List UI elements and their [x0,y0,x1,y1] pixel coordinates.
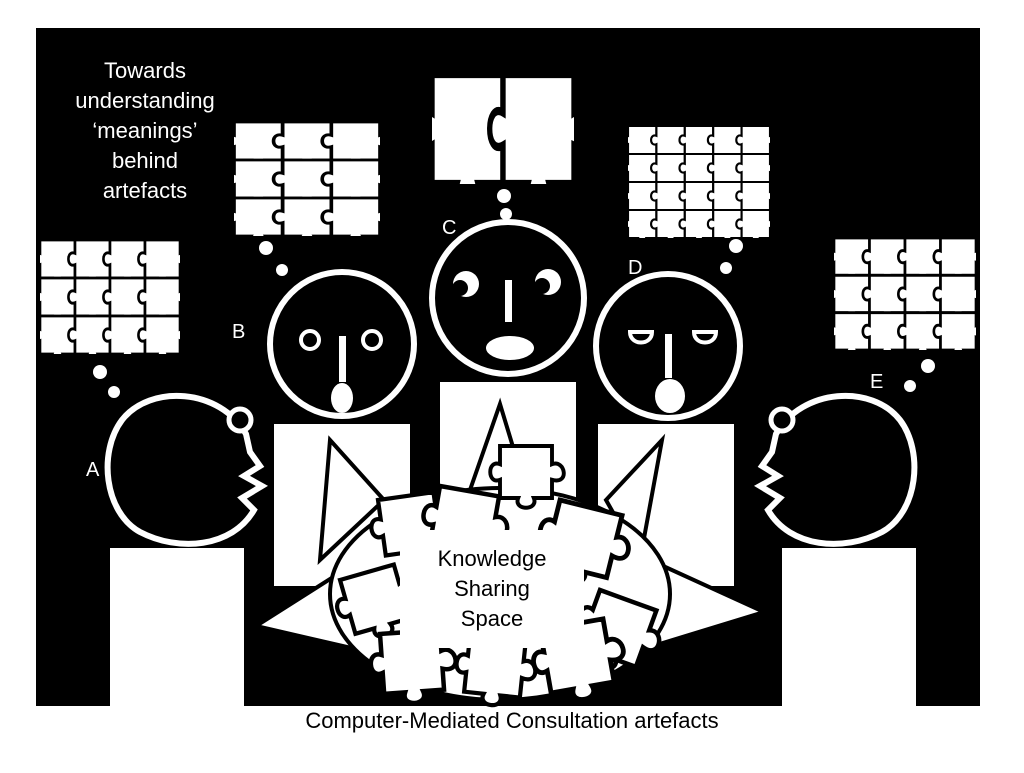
title-line-5: artefacts [102,178,188,203]
person-a-head-icon [104,392,268,547]
person-d-head-icon [593,271,743,421]
thought-puzzle-b-icon [234,122,380,236]
knowledge-space-line-2: Sharing [454,576,530,601]
thought-puzzle-c-icon [432,74,574,184]
knowledge-space-icon [250,397,770,709]
title-text: Towards understanding ‘meanings’ behind … [54,56,236,206]
person-label-c: C [442,217,457,239]
knowledge-space-line-1: Knowledge [437,546,547,571]
thought-puzzle-d-icon [628,126,770,238]
thought-dots [93,189,935,398]
person-e-head-icon [754,392,918,547]
person-label-d: D [628,257,643,279]
person-c-head-icon [429,219,587,377]
person-b-head-icon [267,269,417,419]
title-line-1: Towards [104,58,186,83]
person-label-b: B [232,321,246,343]
caption: Computer-Mediated Consultation artefacts [305,708,719,733]
knowledge-space-line-3: Space [460,606,524,631]
knowledge-space-label: Knowledge Sharing Space [408,544,576,634]
title-line-3: ‘meanings’ [92,118,198,143]
title-line-2: understanding [75,88,215,113]
thought-puzzle-a-icon [40,240,180,354]
title-line-4: behind [111,148,179,173]
body-a [110,548,244,706]
person-label-e: E [870,371,884,393]
thought-puzzle-e-icon [834,238,976,350]
body-e [782,548,916,706]
person-label-a: A [86,459,100,481]
